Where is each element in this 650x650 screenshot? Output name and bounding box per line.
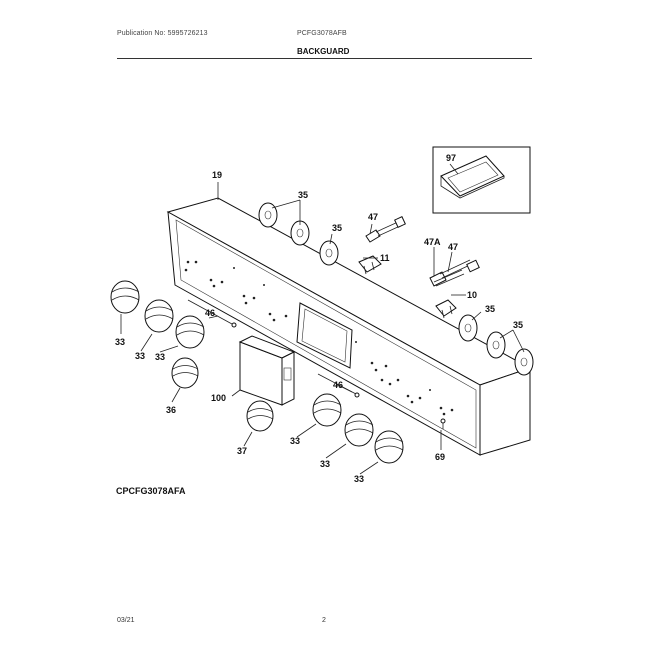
model-code: PCFG3078AFB xyxy=(297,30,347,37)
callout-47: 47 xyxy=(368,212,378,222)
callout-19: 19 xyxy=(212,170,222,180)
page-number: 2 xyxy=(322,617,326,624)
knob xyxy=(246,400,274,432)
inset-detail-box xyxy=(432,146,531,214)
callout-47: 47 xyxy=(448,242,458,252)
model-label: CPCFG3078AFA xyxy=(116,486,186,496)
callout-33: 33 xyxy=(354,474,364,484)
section-title: BACKGUARD xyxy=(297,47,350,56)
control-knobs xyxy=(110,280,404,464)
callout-35: 35 xyxy=(332,223,342,233)
display-window xyxy=(296,302,353,369)
callout-46: 46 xyxy=(333,380,343,390)
callout-33: 33 xyxy=(290,436,300,446)
callout-37: 37 xyxy=(237,446,247,456)
callout-100: 100 xyxy=(211,393,226,403)
knob xyxy=(144,299,174,333)
leader-lines xyxy=(120,163,525,475)
footer-date: 03/21 xyxy=(117,617,135,624)
callout-10: 10 xyxy=(467,290,477,300)
knob xyxy=(312,393,342,427)
knob xyxy=(374,430,404,464)
callout-11: 11 xyxy=(380,253,390,263)
callout-33: 33 xyxy=(155,352,165,362)
callout-35: 35 xyxy=(485,304,495,314)
callout-97: 97 xyxy=(446,153,456,163)
panel-fasteners xyxy=(184,260,454,416)
knob xyxy=(110,280,140,314)
callout-46: 46 xyxy=(205,308,215,318)
control-module xyxy=(238,335,296,406)
header-rule xyxy=(117,58,532,59)
callout-36: 36 xyxy=(166,405,176,415)
callout-35: 35 xyxy=(298,190,308,200)
callout-35: 35 xyxy=(513,320,523,330)
callout-33: 33 xyxy=(115,337,125,347)
publication-number: Publication No: 5995726213 xyxy=(117,30,208,37)
knob xyxy=(171,357,199,389)
backguard-panel xyxy=(166,197,532,456)
switch-assemblies xyxy=(358,216,480,319)
burner-seals xyxy=(258,202,534,376)
callout-69: 69 xyxy=(435,452,445,462)
callout-33: 33 xyxy=(135,351,145,361)
knob xyxy=(175,315,205,349)
callout-47a: 47A xyxy=(424,237,441,247)
callout-33: 33 xyxy=(320,459,330,469)
knob xyxy=(344,413,374,447)
